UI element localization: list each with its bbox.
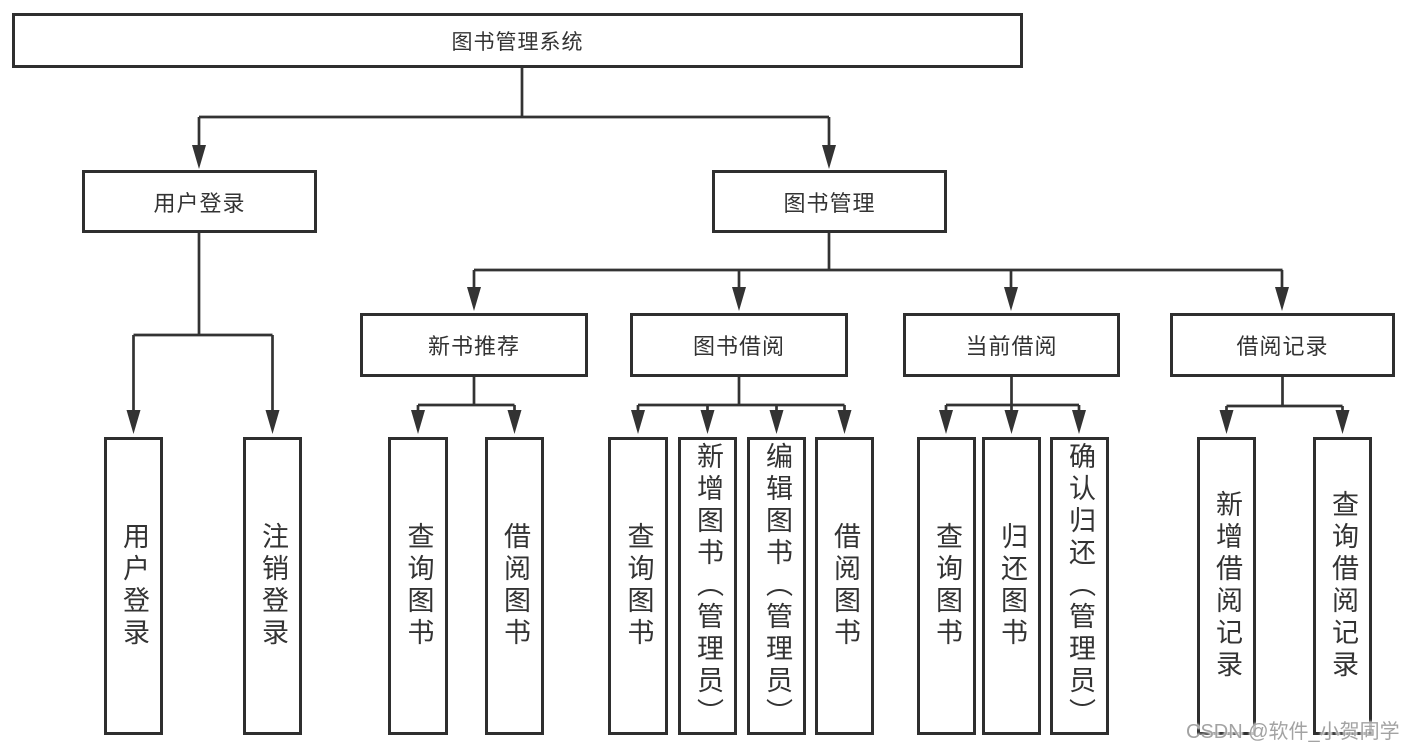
node-label: 借阅记录 [1236,334,1329,359]
node-label: 编辑图书（管理员） [762,442,792,730]
leaf-query-books-current: 查询图书 [917,437,976,735]
node-label: 借阅图书 [830,522,860,650]
node-label: 当前借阅 [965,334,1058,359]
leaf-query-borrow-record: 查询借阅记录 [1313,437,1372,735]
leaf-add-books-admin: 新增图书（管理员） [678,437,737,735]
node-label: 新增借阅记录 [1212,490,1242,682]
watermark: CSDN @软件_小贺同学 [1186,721,1400,743]
node-label: 查询借阅记录 [1328,490,1358,682]
node-label: 图书管理系统 [451,30,584,54]
node-book-management: 图书管理 [712,170,947,233]
node-library-system: 图书管理系统 [12,13,1023,68]
leaf-borrow-books-recommend: 借阅图书 [485,437,544,735]
node-user-login: 用户登录 [82,170,317,233]
node-label: 借阅图书 [500,522,530,650]
node-label: 查询图书 [623,522,654,650]
node-label: 用户登录 [119,522,149,650]
node-label: 确认归还（管理员） [1065,442,1095,730]
leaf-user-login: 用户登录 [104,437,163,735]
node-current-borrowing: 当前借阅 [903,313,1120,377]
node-label: 归还图书 [997,522,1027,650]
node-label: 图书借阅 [692,334,785,359]
node-label: 新增图书（管理员） [693,442,723,730]
leaf-return-books: 归还图书 [982,437,1041,735]
node-book-borrowing: 图书借阅 [630,313,848,377]
node-label: 图书管理 [783,190,876,216]
connector-lines [132,68,1344,414]
node-label: 注销登录 [258,522,288,650]
arrowheads [126,145,1350,434]
leaf-confirm-return-admin: 确认归还（管理员） [1050,437,1109,735]
leaf-query-books-recommend: 查询图书 [388,437,448,735]
node-label: 查询图书 [403,522,434,650]
node-borrowing-records: 借阅记录 [1170,313,1395,377]
leaf-add-borrow-record: 新增借阅记录 [1197,437,1256,735]
leaf-query-books-borrowing: 查询图书 [608,437,668,735]
node-label: 新书推荐 [427,334,520,359]
node-label: 查询图书 [932,522,962,650]
leaf-borrow-books-borrowing: 借阅图书 [815,437,874,735]
node-label: 用户登录 [153,190,246,216]
leaf-logout: 注销登录 [243,437,302,735]
node-new-book-recommend: 新书推荐 [360,313,588,377]
leaf-edit-books-admin: 编辑图书（管理员） [747,437,806,735]
